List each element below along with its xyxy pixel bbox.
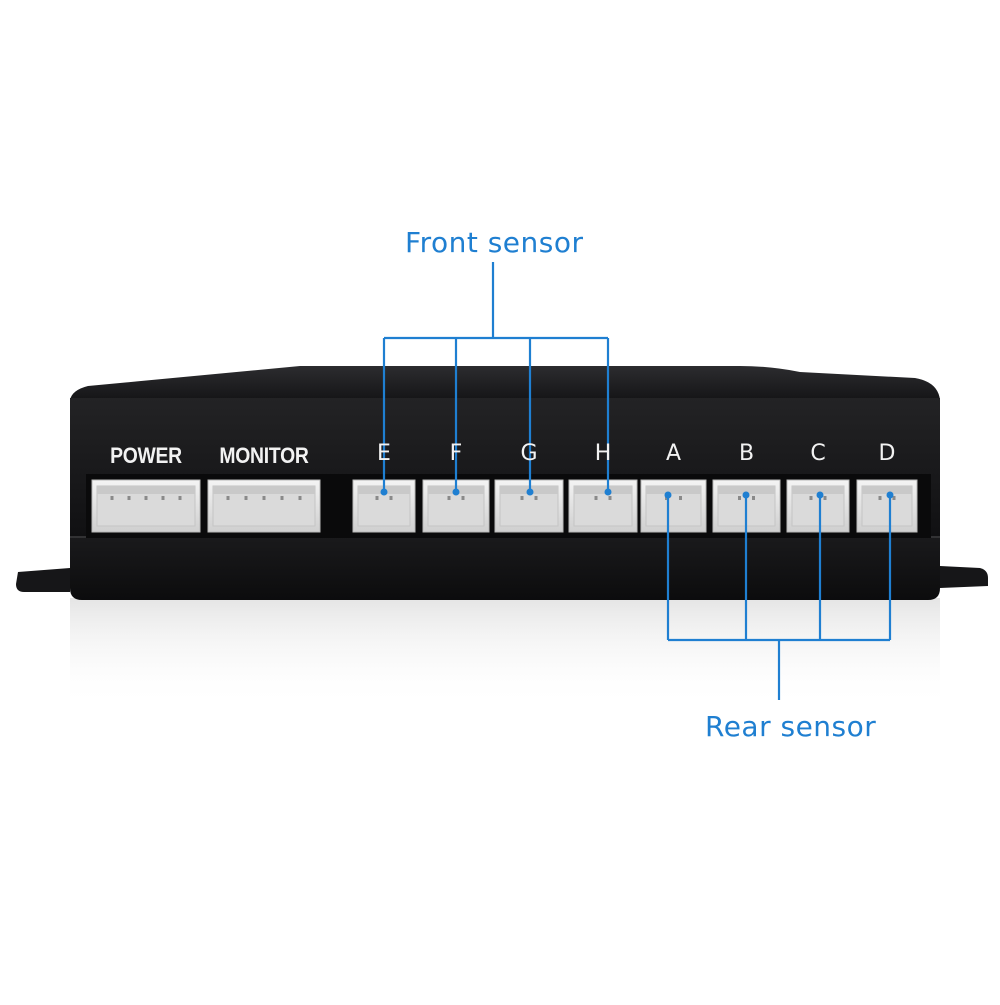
connector-pin	[178, 496, 182, 500]
port-label-b: B	[738, 441, 755, 466]
connector-pin	[534, 496, 538, 500]
connector-monitor[interactable]	[207, 479, 321, 533]
connector-pin	[823, 496, 827, 500]
connector-pin	[144, 496, 148, 500]
connector-e[interactable]	[352, 479, 416, 533]
front-sensor-callout-lines	[382, 262, 610, 492]
connector-pin	[447, 496, 451, 500]
connector-row	[91, 479, 918, 533]
floor-reflection	[70, 598, 940, 708]
connector-power[interactable]	[91, 479, 201, 533]
connector-pin	[127, 496, 131, 500]
rear-sensor-callout-lines	[666, 495, 892, 700]
connector-pin	[809, 496, 813, 500]
connector-pin	[262, 496, 266, 500]
front-sensor-pins	[380, 488, 612, 496]
port-label-f: F	[449, 441, 463, 466]
connector-pin	[280, 496, 284, 500]
connector-pin	[878, 496, 882, 500]
connector-pin	[226, 496, 230, 500]
port-label-e: E	[377, 441, 391, 466]
connector-pin	[110, 496, 114, 500]
housing-top	[70, 366, 940, 400]
connector-pin	[461, 496, 465, 500]
port-label-monitor: MONITOR	[219, 443, 309, 468]
port-label-a: A	[665, 441, 682, 466]
rear-sensor-label: Rear sensor	[705, 710, 877, 743]
connector-pin	[594, 496, 598, 500]
connector-pin	[752, 496, 755, 500]
mounting-tab-left	[16, 568, 70, 592]
connector-c[interactable]	[786, 479, 850, 533]
connector-pin	[298, 496, 302, 500]
connector-pin	[520, 496, 524, 500]
front-sensor-label: Front sensor	[405, 226, 584, 259]
connector-pin	[892, 496, 896, 500]
connector-h[interactable]	[568, 479, 638, 533]
connector-a[interactable]	[640, 479, 707, 533]
port-label-h: H	[594, 441, 612, 466]
connector-pin	[389, 496, 393, 500]
port-label-power: POWER	[110, 443, 182, 468]
mounting-tab-right	[940, 566, 988, 588]
connector-pin	[738, 496, 741, 500]
port-label-g: G	[520, 441, 538, 466]
port-label-d: D	[878, 441, 896, 466]
connector-pin	[375, 496, 379, 500]
port-label-c: C	[810, 441, 826, 466]
connector-pin	[679, 496, 682, 500]
connector-d[interactable]	[856, 479, 918, 533]
housing-base	[70, 536, 940, 600]
connector-pin	[161, 496, 165, 500]
connector-pin	[608, 496, 612, 500]
connector-pin	[244, 496, 248, 500]
rear-sensor-pins	[664, 491, 894, 499]
